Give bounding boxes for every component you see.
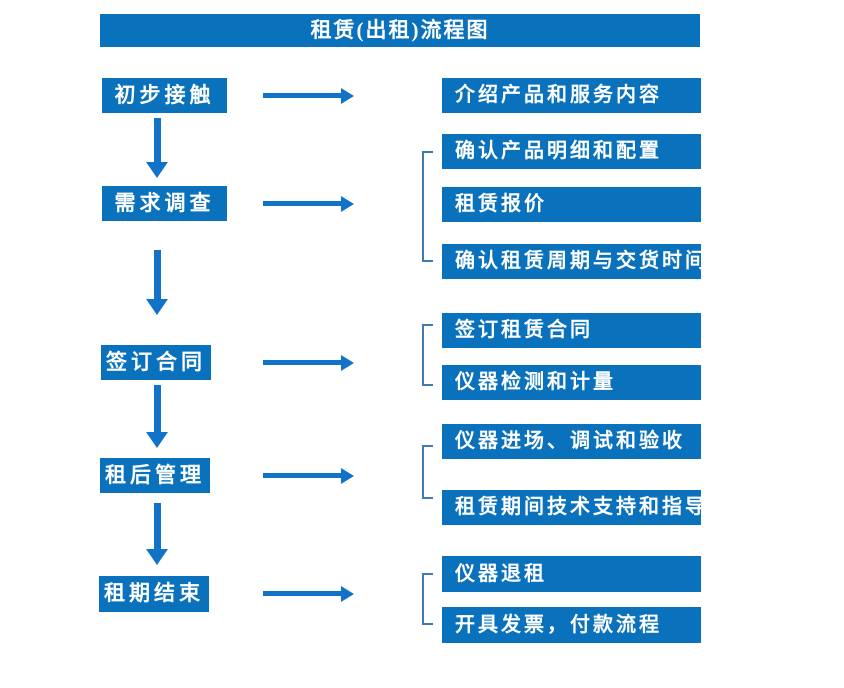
arrow-down-icon: [146, 118, 168, 178]
stage-box-demand-survey: 需求调查: [102, 186, 227, 221]
arrow-down-icon: [146, 503, 168, 565]
arrow-right-icon: [263, 201, 341, 206]
detail-box-confirm-rental-period-delivery: 确认租赁周期与交货时间: [442, 244, 701, 279]
detail-box-rental-quote: 租赁报价: [442, 187, 701, 222]
arrow-right-icon: [263, 360, 341, 365]
detail-box-confirm-product-details-config: 确认产品明细和配置: [442, 134, 701, 169]
arrow-down-icon: [146, 250, 168, 315]
bracket-icon: [422, 151, 433, 262]
bracket-icon: [422, 573, 433, 625]
stage-box-rental-end: 租期结束: [99, 576, 209, 612]
detail-box-invoice-payment-process: 开具发票，付款流程: [442, 607, 701, 643]
page-title: 租赁(出租)流程图: [100, 14, 700, 47]
detail-box-instrument-testing-measurement: 仪器检测和计量: [442, 365, 701, 400]
stage-box-post-rental-management: 租后管理: [100, 458, 210, 493]
bracket-icon: [422, 445, 433, 499]
stage-box-initial-contact: 初步接触: [102, 78, 227, 113]
bracket-icon: [422, 324, 433, 386]
arrow-right-icon: [263, 473, 341, 478]
arrow-right-icon: [263, 591, 341, 596]
detail-box-sign-rental-contract: 签订租赁合同: [442, 313, 701, 348]
detail-box-instrument-entry-debug-acceptance: 仪器进场、调试和验收: [442, 424, 701, 459]
arrow-down-icon: [146, 385, 168, 448]
detail-box-rental-tech-support-guidance: 租赁期间技术支持和指导: [442, 490, 701, 525]
detail-box-instrument-return: 仪器退租: [442, 556, 701, 592]
detail-box-introduce-products-services: 介绍产品和服务内容: [442, 78, 701, 113]
arrow-right-icon: [263, 93, 341, 98]
stage-box-sign-contract: 签订合同: [101, 345, 211, 380]
